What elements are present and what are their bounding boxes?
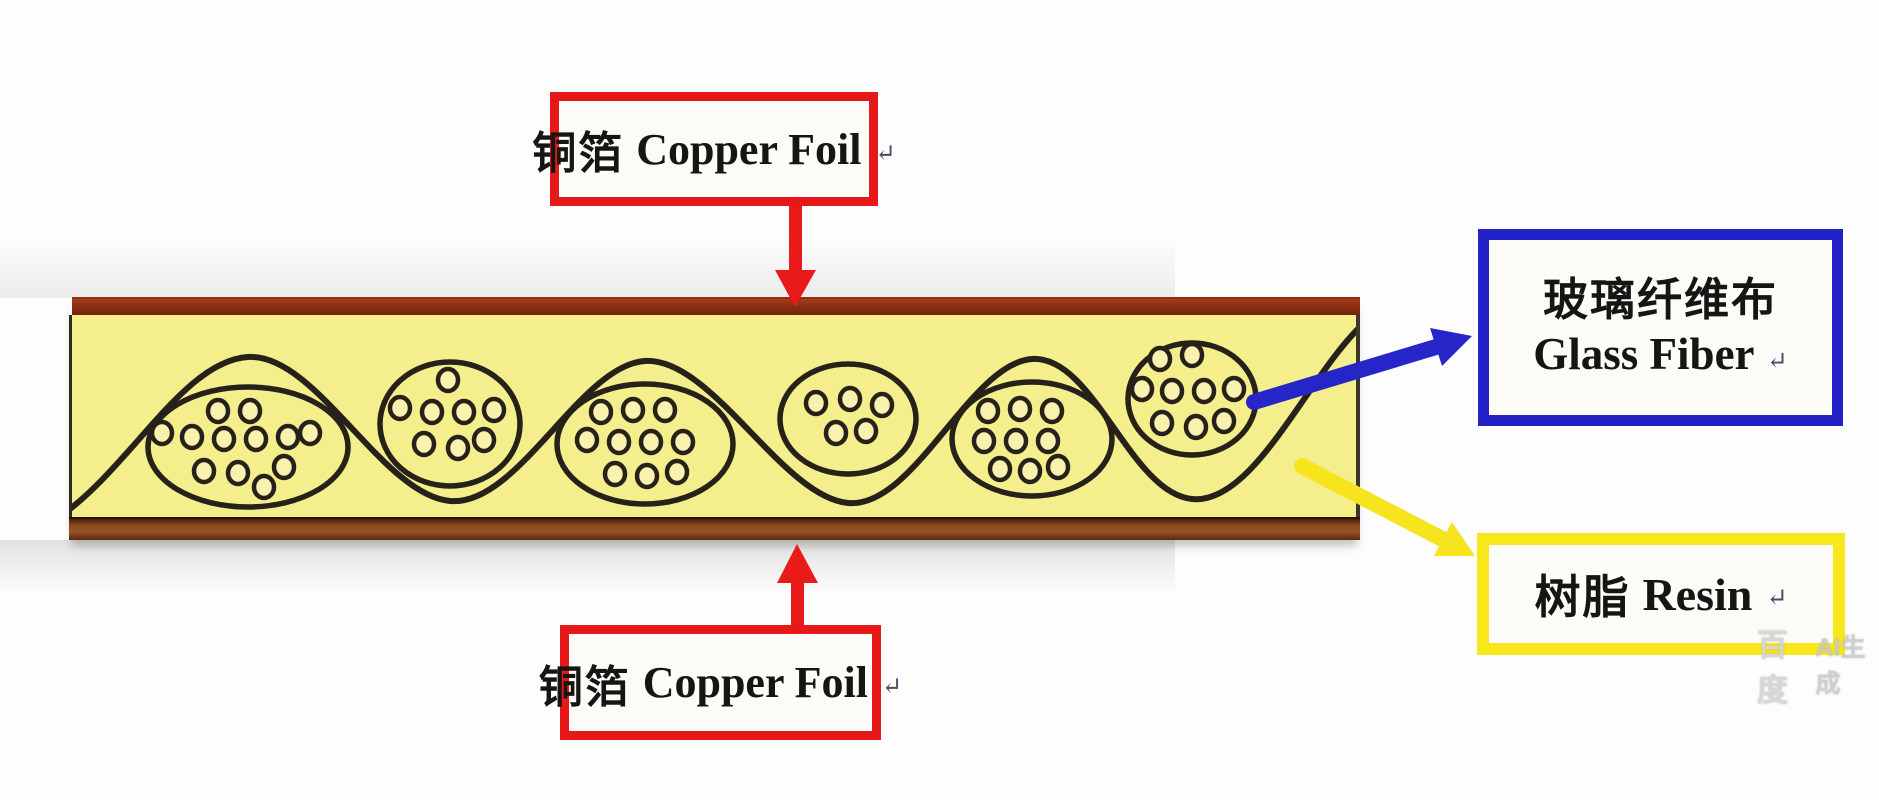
fiber-dot bbox=[237, 397, 263, 425]
fiber-dot bbox=[588, 398, 614, 426]
glass-fiber-weave-svg bbox=[72, 326, 1356, 512]
fiber-dot bbox=[1211, 407, 1237, 435]
fiber-dot bbox=[638, 428, 664, 456]
fiber-dot bbox=[987, 455, 1013, 483]
return-mark-icon: ↵ bbox=[875, 139, 896, 167]
red-arrow-bottom bbox=[777, 544, 818, 626]
fiber-dot bbox=[1159, 377, 1185, 405]
glass-fiber-label: 玻璃纤维布 Glass Fiber ↵ bbox=[1478, 229, 1843, 426]
copper-foil-top-layer bbox=[72, 297, 1360, 315]
fiber-dot bbox=[664, 458, 690, 486]
watermark: 百度 AI生成 bbox=[1757, 620, 1879, 710]
copper-foil-bottom-label: 铜箔 Copper Foil ↵ bbox=[539, 625, 902, 740]
background-band-top bbox=[0, 236, 1175, 298]
fiber-dot bbox=[179, 423, 205, 451]
fiber-dot bbox=[211, 425, 237, 453]
laminate-cross-section bbox=[69, 297, 1360, 540]
fiber-bundle bbox=[554, 381, 736, 507]
fiber-dot bbox=[275, 423, 301, 451]
return-mark-icon: ↵ bbox=[1766, 347, 1788, 375]
return-mark-icon: ↵ bbox=[882, 673, 903, 700]
fiber-dot bbox=[670, 428, 696, 456]
fiber-dot bbox=[1129, 375, 1155, 403]
fiber-dot bbox=[1147, 345, 1173, 373]
fiber-bundle bbox=[1125, 340, 1259, 458]
glass-fiber-label-en: Glass Fiber bbox=[1533, 328, 1754, 379]
fiber-dot bbox=[251, 473, 277, 501]
fiber-dot bbox=[620, 396, 646, 424]
copper-foil-top-label-en: Copper Foil bbox=[636, 124, 862, 174]
fiber-dot bbox=[435, 366, 461, 394]
fiber-dot bbox=[387, 394, 413, 422]
fiber-dot bbox=[652, 396, 678, 424]
fiber-dot bbox=[411, 430, 437, 458]
fiber-dot bbox=[297, 419, 323, 447]
fiber-dot bbox=[445, 434, 471, 462]
copper-foil-bottom-label-en: Copper Foil bbox=[642, 658, 869, 707]
copper-foil-bottom-label-cn: 铜箔 bbox=[538, 662, 631, 712]
fiber-dot bbox=[1017, 457, 1043, 485]
fiber-dot bbox=[975, 397, 1001, 425]
fiber-dot bbox=[205, 397, 231, 425]
glass-fiber-label-en-line: Glass Fiber ↵ bbox=[1533, 328, 1787, 381]
fiber-dot bbox=[451, 398, 477, 426]
fiber-dot bbox=[602, 460, 628, 488]
fiber-dot bbox=[1183, 413, 1209, 441]
fiber-bundle bbox=[949, 379, 1115, 499]
resin-label: 树脂 Resin ↵ bbox=[1477, 533, 1845, 655]
weave-thread-line bbox=[72, 326, 1356, 512]
glass-fiber-label-cn: 玻璃纤维布 bbox=[1542, 275, 1778, 326]
return-mark-icon: ↵ bbox=[1766, 584, 1788, 612]
fiber-bundle bbox=[377, 359, 523, 489]
fiber-dot bbox=[1035, 427, 1061, 455]
fiber-bundle bbox=[145, 384, 351, 510]
fiber-dot bbox=[971, 427, 997, 455]
fiber-dot bbox=[243, 425, 269, 453]
fiber-dot bbox=[1191, 377, 1217, 405]
fiber-dot bbox=[149, 419, 175, 447]
fiber-dot bbox=[1039, 397, 1065, 425]
fiber-dot bbox=[1179, 341, 1205, 369]
resin-label-cn: 树脂 bbox=[1534, 572, 1631, 623]
fiber-dot bbox=[191, 457, 217, 485]
fiber-dot bbox=[471, 426, 497, 454]
fiber-dot bbox=[837, 385, 863, 413]
fiber-bundles-group bbox=[145, 340, 1259, 510]
fiber-dot bbox=[1149, 409, 1175, 437]
fiber-dot bbox=[574, 426, 600, 454]
background-band-bottom bbox=[0, 540, 1175, 595]
watermark-brand: 百度 bbox=[1757, 628, 1788, 708]
fiber-dot bbox=[606, 428, 632, 456]
fiber-dot bbox=[419, 398, 445, 426]
fiber-dot bbox=[803, 389, 829, 417]
fiber-dot bbox=[1045, 453, 1071, 481]
fiber-dot bbox=[1007, 395, 1033, 423]
copper-foil-top-label: 铜箔 Copper Foil ↵ bbox=[532, 92, 896, 206]
fiber-bundle bbox=[777, 361, 919, 477]
resin-layer bbox=[69, 315, 1360, 517]
fiber-dot bbox=[634, 462, 660, 490]
red-arrow-top bbox=[775, 205, 816, 307]
fiber-dot bbox=[853, 417, 879, 445]
fiber-dot bbox=[271, 453, 297, 481]
copper-foil-bottom-layer bbox=[69, 517, 1360, 540]
fiber-dot bbox=[225, 459, 251, 487]
fiber-dot bbox=[1003, 427, 1029, 455]
fiber-dot bbox=[869, 391, 895, 419]
resin-label-en: Resin bbox=[1642, 568, 1753, 620]
fiber-dot bbox=[481, 396, 507, 424]
copper-foil-top-label-cn: 铜箔 bbox=[532, 129, 625, 178]
watermark-suffix: AI生成 bbox=[1815, 634, 1866, 698]
fiber-dot bbox=[823, 419, 849, 447]
fiber-dot bbox=[1221, 375, 1247, 403]
